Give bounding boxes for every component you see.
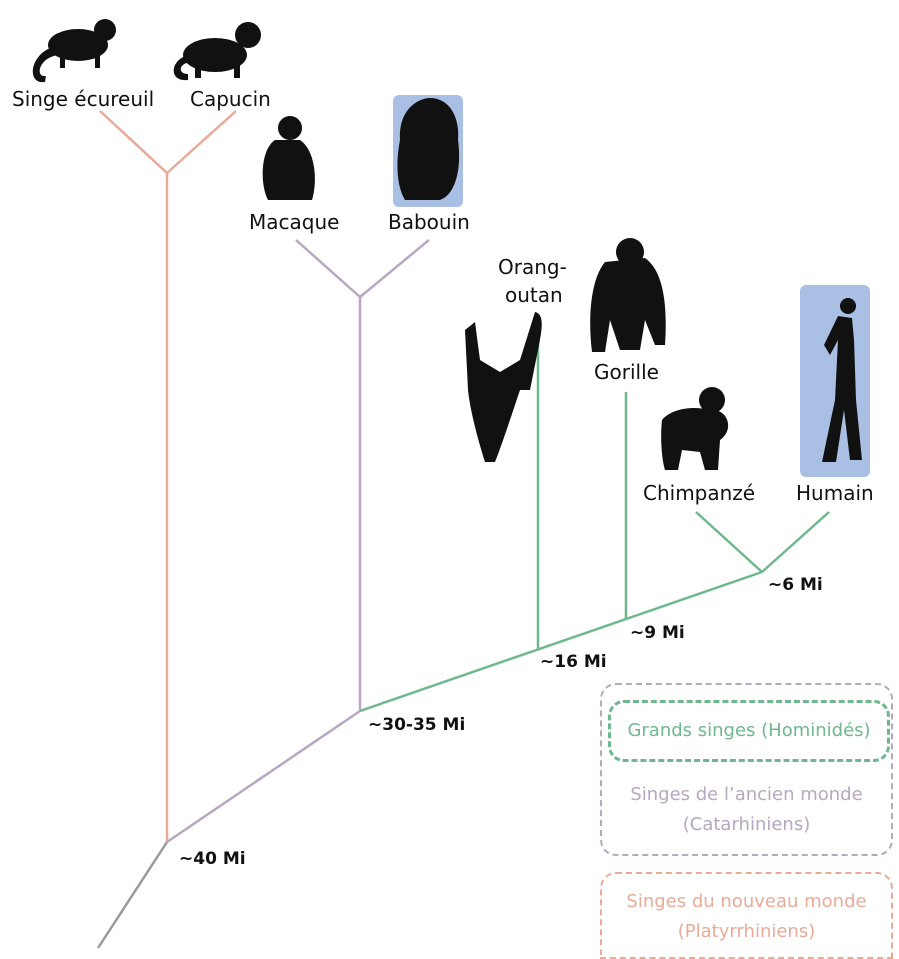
legend-great-apes-box [608,700,890,762]
legend-new-world-label-line2: (Platyrrhiniens) [677,921,816,942]
legend-old-world-label-line2: (Catarhiniens) [682,814,811,835]
divergence-label-catarrhines: ~30-35 Mi [368,715,466,735]
divergence-label-gorilla: ~9 Mi [630,623,685,643]
capuchin-icon [173,22,261,81]
great-ape-branches [359,318,830,713]
taxon-label-macaque: Macaque [249,210,340,234]
macaque-icon [262,116,315,200]
root-stem [96,841,169,949]
squirrel-monkey-icon [32,19,116,83]
orangutan-icon [465,312,542,462]
legend-great-apes-label: Grands singes (Hominidés) [627,720,871,741]
legend-old-world-label-line1: Singes de l’ancien monde [630,784,863,805]
taxon-label-human: Humain [796,481,874,505]
taxon-label-squirrel-monkey: Singe écureuil [12,87,155,111]
divergence-label-orangutan: ~16 Mi [540,652,607,672]
legend-new-world-label-line1: Singes du nouveau monde [626,891,867,912]
taxon-label-capuchin: Capucin [190,87,271,111]
taxon-label-chimpanzee: Chimpanzé [643,481,756,505]
legend-old-world-box [600,683,893,856]
divergence-label-root: ~40 Mi [179,849,246,869]
gorilla-icon [590,238,666,352]
baboon-icon [397,98,460,200]
taxon-label-gorilla: Gorille [594,360,659,384]
chimpanzee-icon [661,387,729,470]
new-world-branches [99,110,237,842]
human-icon [822,298,862,462]
old-world-branches [166,239,430,844]
legend-new-world-box [600,872,893,959]
taxon-label-orangutan-line1: Orang- [498,255,567,279]
taxon-label-baboon: Babouin [388,210,470,234]
taxon-label-orangutan-line2: outan [505,283,563,307]
divergence-label-human-chimp: ~6 Mi [768,575,823,595]
